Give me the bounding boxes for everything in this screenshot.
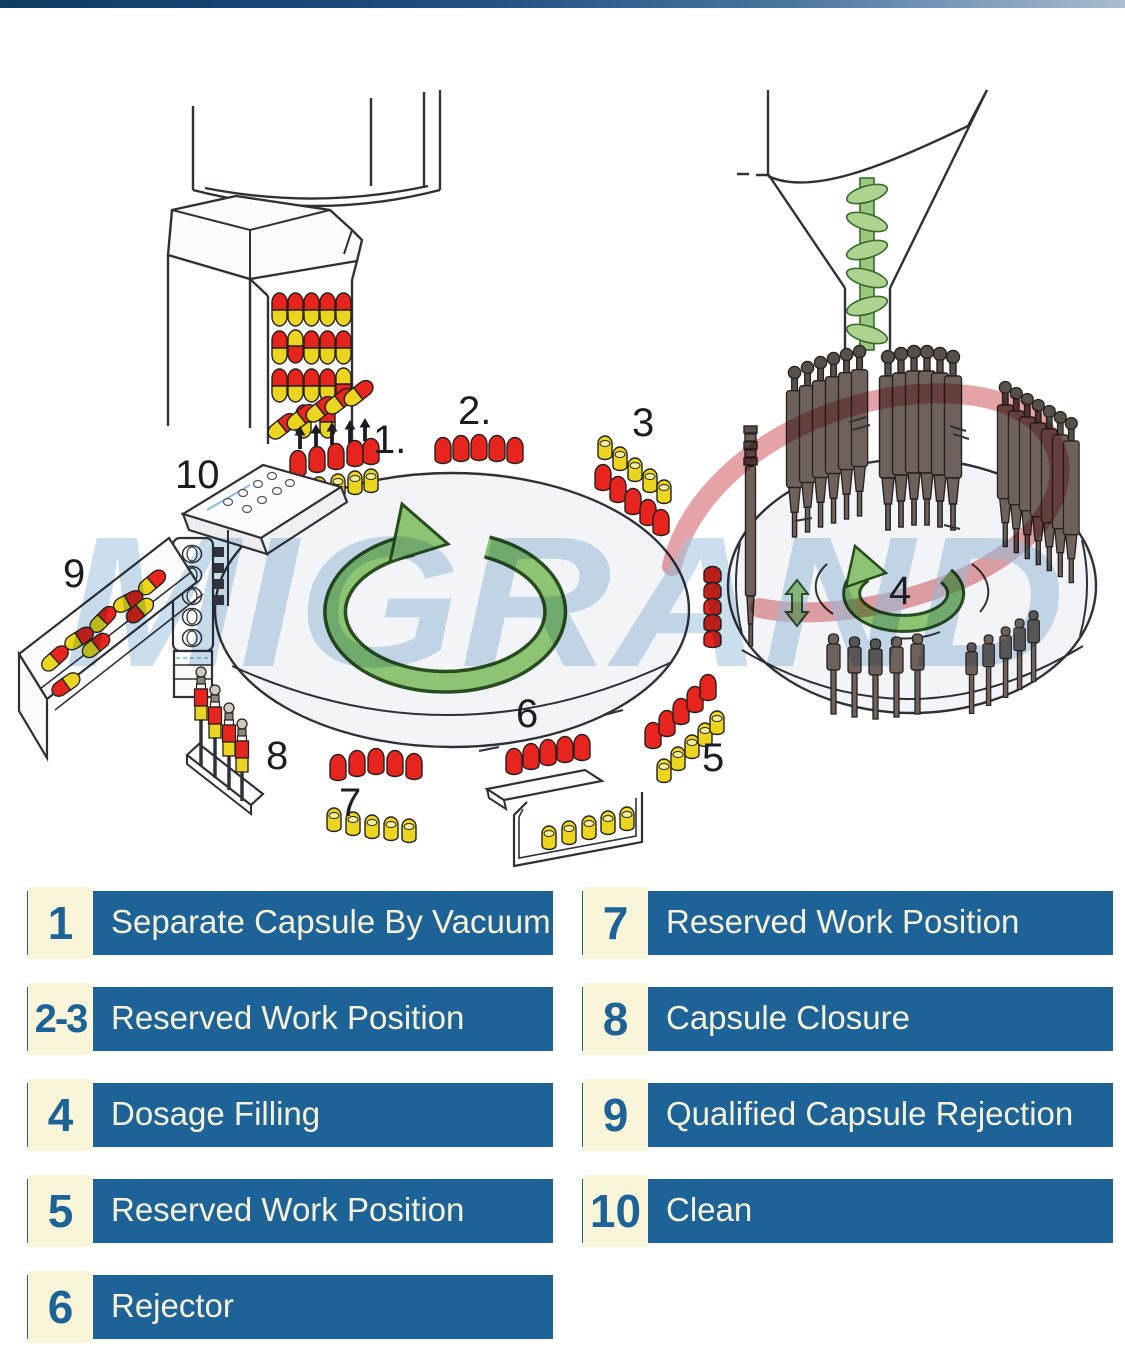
- callout-2: 2.: [458, 389, 491, 433]
- feed-hopper: [166, 194, 364, 281]
- callout-3: 3: [632, 401, 654, 445]
- legend-number: 7: [583, 887, 648, 959]
- watermark-swoosh: [662, 383, 1070, 623]
- turntable-left: [213, 471, 691, 749]
- legend-label: Rejector: [111, 1287, 234, 1324]
- legend-number: 9: [583, 1079, 648, 1151]
- rejection-chute: [17, 536, 204, 762]
- auger-screw: [845, 177, 889, 351]
- legend-column-right: Reserved Work Position 7 Capsule Closure…: [582, 887, 1113, 1275]
- callout-labels: 1. 2. 3 4 5 6 7 8 9 10: [63, 389, 911, 825]
- callout-9: 9: [63, 552, 85, 596]
- watermark-text: MIGRAND: [65, 499, 1065, 706]
- legend-row-10: Clean 10: [582, 1175, 1113, 1247]
- callout-7: 7: [339, 781, 361, 825]
- machine-column-top: [191, 90, 442, 208]
- legend-label: Qualified Capsule Rejection: [666, 1095, 1074, 1132]
- closure-pin: [207, 684, 223, 778]
- callout-1: 1.: [373, 418, 406, 462]
- legend-number: 10: [583, 1175, 648, 1247]
- closure-pin: [221, 702, 237, 790]
- legend-row-2-3: Reserved Work Position 2-3: [27, 983, 553, 1055]
- legend-row-8: Capsule Closure 8: [582, 983, 1113, 1055]
- legend-label: Reserved Work Position: [111, 999, 465, 1036]
- capsule-channel: [166, 255, 359, 450]
- top-accent-bar: [0, 0, 1125, 8]
- legend-number: 5: [28, 1175, 93, 1247]
- legend-label: Reserved Work Position: [111, 1191, 465, 1228]
- legend-row-1: Separate Capsule By Vacuum 1: [27, 887, 553, 959]
- legend-label: Dosage Filling: [111, 1095, 321, 1132]
- legend-label: Clean: [666, 1191, 753, 1228]
- legend-label: Separate Capsule By Vacuum: [111, 903, 551, 940]
- machine-diagram: MIGRAND 1. 2. 3 4 5 6 7 8 9 10: [0, 8, 1125, 891]
- station-2-caps: [434, 433, 524, 465]
- callout-8: 8: [266, 734, 288, 778]
- rejector-station: [478, 733, 644, 868]
- callout-10: 10: [175, 453, 220, 497]
- closure-pin: [193, 666, 209, 766]
- legend-row-7: Reserved Work Position 7: [582, 887, 1113, 959]
- station-5-capsules: [603, 673, 725, 784]
- rotation-arrow-right: [842, 543, 966, 633]
- closure-pin: [234, 718, 250, 801]
- legend-row-6: Rejector 6: [27, 1271, 553, 1343]
- legend-number: 1: [28, 887, 93, 959]
- watermark: MIGRAND: [65, 383, 1070, 706]
- closure-station: [185, 666, 265, 817]
- legend-number: 8: [583, 983, 648, 1055]
- rotation-arrow-left: [323, 501, 568, 694]
- legend-number: 2-3: [28, 983, 93, 1055]
- callout-6: 6: [516, 692, 538, 736]
- legend-row-9: Qualified Capsule Rejection 9: [582, 1079, 1113, 1151]
- callout-4: 4: [889, 569, 911, 613]
- legend-label: Capsule Closure: [666, 999, 910, 1036]
- diagram-svg: MIGRAND 1. 2. 3 4 5 6 7 8 9 10: [17, 89, 1098, 868]
- legend-row-4: Dosage Filling 4: [27, 1079, 553, 1151]
- legend-number: 4: [28, 1079, 93, 1151]
- legend-label: Reserved Work Position: [666, 903, 1020, 940]
- legend-number: 6: [28, 1271, 93, 1343]
- powder-funnel: [737, 89, 989, 350]
- legend-row-5: Reserved Work Position 5: [27, 1175, 553, 1247]
- callout-5: 5: [702, 736, 724, 780]
- legend-column-left: Separate Capsule By Vacuum 1 Reserved Wo…: [27, 887, 553, 1371]
- cleaning-box: [180, 463, 349, 556]
